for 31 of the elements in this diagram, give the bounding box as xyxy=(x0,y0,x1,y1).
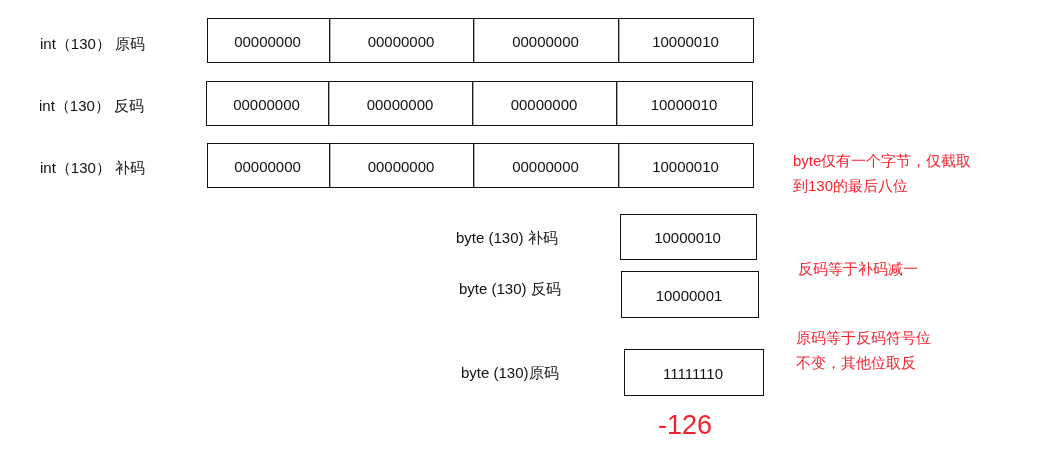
binary-row-box xyxy=(207,143,754,188)
binary-value: 00000000 xyxy=(510,95,578,112)
row-label: int（130） 反码 xyxy=(39,96,145,116)
binary-value: 10000001 xyxy=(655,286,723,303)
binary-box xyxy=(624,349,764,396)
row-label: byte (130)原码 xyxy=(461,363,559,383)
binary-value: 00000000 xyxy=(512,32,579,49)
annotation-note: byte仅有一个字节，仅截取到130的最后八位 xyxy=(793,150,973,196)
binary-box xyxy=(621,271,759,318)
annotation-note: 原码等于反码符号位不变，其他位取反 xyxy=(796,327,932,373)
row-label: byte (130) 补码 xyxy=(456,228,558,248)
binary-value: 00000000 xyxy=(367,32,435,49)
row-label: int（130） 原码 xyxy=(40,34,146,54)
binary-value: 10000010 xyxy=(650,95,718,112)
row-label: byte (130) 反码 xyxy=(459,279,561,299)
binary-row-box xyxy=(207,18,754,63)
binary-value: 00000000 xyxy=(512,157,579,174)
binary-value: 00000000 xyxy=(234,32,301,49)
binary-value: 00000000 xyxy=(234,157,301,174)
binary-row-box xyxy=(206,81,753,126)
row-label: int（130） 补码 xyxy=(40,158,146,178)
annotation-note: 反码等于补码减一 xyxy=(798,258,918,279)
binary-value: 00000000 xyxy=(367,157,435,174)
binary-box xyxy=(620,214,757,260)
binary-value: 11111110 xyxy=(662,364,724,381)
binary-value: 00000000 xyxy=(366,95,434,112)
binary-value: 10000010 xyxy=(652,32,719,49)
binary-value: 10000010 xyxy=(654,228,721,246)
binary-value: 00000000 xyxy=(233,95,300,112)
result-value: -126 xyxy=(658,410,713,440)
binary-value: 10000010 xyxy=(652,157,719,174)
